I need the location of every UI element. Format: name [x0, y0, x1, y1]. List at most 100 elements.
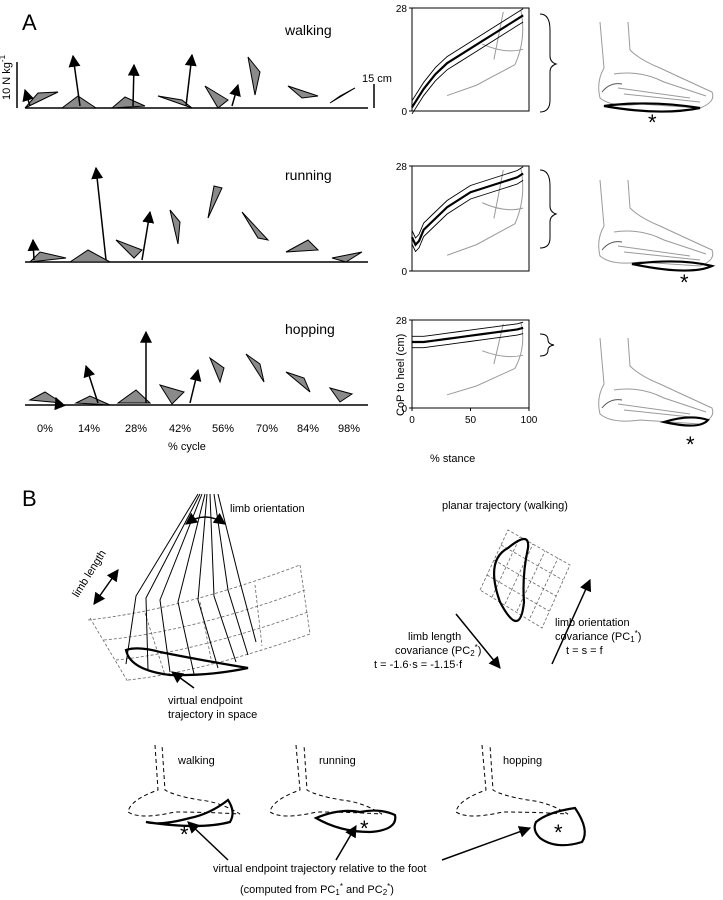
- marker: *: [680, 270, 689, 295]
- row-hopping: hopping 0% 14% 28% 42% 56% 70% 84% 98%: [25, 321, 368, 453]
- cop-mean-line: [411, 14, 524, 108]
- cycle-tick: 14%: [78, 423, 100, 435]
- force-vectors-running: [27, 166, 155, 261]
- cop-mean-line: [412, 326, 524, 344]
- gait-label-running: running: [319, 755, 356, 767]
- x-tick-label: 0: [409, 415, 415, 426]
- computed-from-caption: (computed from PC1* and PC2*): [240, 882, 394, 897]
- planar-trajectory-figure: planar trajectory (walking) limb orienta…: [374, 500, 641, 671]
- caption-pointer: [441, 826, 532, 861]
- y-tick-label: 0: [401, 267, 407, 278]
- cycle-tick: 70%: [256, 423, 278, 435]
- range-bracket: [539, 13, 558, 113]
- y-tick-label: 28: [396, 4, 408, 15]
- foot-segments-hopping: [28, 353, 354, 406]
- gait-label-walking: walking: [177, 755, 215, 767]
- cycle-tick: 42%: [169, 423, 191, 435]
- length-covariance-label: covariance (PC2*): [395, 643, 481, 658]
- marker: *: [648, 110, 657, 135]
- panel-b-label: B: [22, 486, 37, 511]
- limb-poses: [125, 493, 257, 675]
- caption-pointer: [335, 824, 357, 861]
- limb-geometry-figure: limb orientation limb length virtual end…: [70, 493, 311, 721]
- endpoint-trajectory-hopping: [533, 806, 586, 847]
- cycle-tick: 84%: [297, 423, 319, 435]
- endpoint-trajectory-walking: [145, 798, 234, 828]
- foot-outline-walking: *: [127, 744, 241, 847]
- virtual-endpoint-trajectory: [124, 647, 249, 677]
- cop-sd-lower: [412, 333, 524, 349]
- foot-skeletons: * * *: [598, 21, 716, 457]
- plot-frame: [411, 165, 530, 272]
- orientation-arrow: [185, 512, 226, 525]
- cycle-tick: 0%: [37, 423, 53, 435]
- gait-label-hopping: hopping: [285, 321, 335, 337]
- marker: *: [360, 816, 369, 841]
- trajectory-pointer: [171, 671, 195, 689]
- length-covariance-label: limb length: [408, 631, 461, 643]
- plot-frame: [411, 319, 530, 409]
- planar-trajectory-title: planar trajectory (walking): [442, 500, 568, 512]
- virtual-endpoint-label: trajectory in space: [168, 709, 257, 721]
- cop-mean-line: [411, 172, 524, 247]
- cop-sd-upper: [411, 8, 524, 101]
- endpoint-trajectory-running: [313, 809, 397, 834]
- virtual-endpoint-label: virtual endpoint: [168, 695, 243, 707]
- foot-skeleton: *: [598, 179, 716, 295]
- force-vectors-hopping: [54, 330, 202, 411]
- orientation-equation: t = s = f: [566, 645, 604, 657]
- cop-chart-running: 0 28: [396, 162, 530, 278]
- cop-sd-lower: [411, 179, 524, 253]
- relative-trajectories: walking running hopping * * * virtual en…: [127, 744, 586, 897]
- y-tick-label: 0: [401, 107, 407, 118]
- limb-orientation-label: limb orientation: [230, 503, 305, 515]
- cycle-tick: 56%: [212, 423, 234, 435]
- panel-a-label: A: [22, 10, 37, 35]
- foot-skeleton: *: [598, 21, 714, 135]
- cop-loop: [631, 260, 716, 272]
- cop-loop: [603, 102, 701, 113]
- gait-label-walking: walking: [284, 22, 332, 38]
- marker: *: [554, 820, 563, 845]
- length-arrow: [93, 569, 119, 605]
- row-walking: walking: [22, 22, 368, 109]
- orientation-covariance-label: limb orientation: [555, 617, 630, 629]
- gait-label-hopping: hopping: [503, 755, 542, 767]
- x-tick-label: 50: [465, 415, 477, 426]
- force-vectors-walking: [22, 53, 241, 107]
- range-bracket: [539, 169, 558, 249]
- force-scale-label: 10 N kg-1: [0, 54, 13, 100]
- cycle-tick: 98%: [338, 423, 360, 435]
- cycle-axis-label: % cycle: [168, 441, 206, 453]
- planar-trajectory: [493, 537, 530, 623]
- cop-y-axis-label: CoP to heel (cm): [395, 334, 407, 416]
- marker: *: [686, 432, 695, 457]
- foot-segments-running: [28, 185, 363, 263]
- foot-outline-hopping: *: [455, 744, 586, 847]
- marker: *: [180, 822, 189, 847]
- length-equation: t = -1.6·s = -1.15·f: [374, 659, 463, 671]
- row-running: running: [25, 166, 368, 263]
- cop-chart-walking: 0 28: [396, 4, 530, 118]
- length-axis: [455, 613, 501, 669]
- orientation-covariance-label: covariance (PC1*): [555, 629, 641, 644]
- foot-skeleton: *: [598, 337, 714, 457]
- caption-pointer: [187, 821, 229, 861]
- relative-trajectory-caption: virtual endpoint trajectory relative to …: [213, 863, 426, 875]
- x-tick-label: 100: [521, 415, 538, 426]
- range-bracket: [539, 333, 555, 357]
- plot-frame: [411, 7, 530, 112]
- gait-label-running: running: [285, 167, 332, 183]
- y-tick-label: 28: [396, 162, 408, 173]
- cop-sd-upper: [411, 166, 524, 239]
- length-scale-label: 15 cm: [362, 73, 392, 85]
- cycle-tick: 28%: [125, 423, 147, 435]
- cop-sd-upper: [412, 321, 524, 337]
- orientation-axis: [551, 578, 592, 665]
- cop-sd-lower: [411, 21, 524, 115]
- cop-x-axis-label: % stance: [430, 453, 475, 465]
- cop-loop: [659, 416, 710, 427]
